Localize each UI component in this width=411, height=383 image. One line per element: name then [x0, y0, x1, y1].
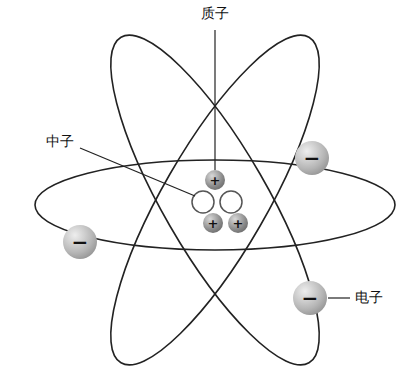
- charge-minus: −: [72, 232, 89, 252]
- proton: +: [203, 213, 223, 233]
- orbit: [76, 11, 354, 383]
- orbit: [76, 11, 354, 383]
- leader-line: [214, 30, 215, 170]
- part-label: 电子: [353, 289, 385, 306]
- leader-line: [328, 297, 350, 298]
- charge-plus: +: [208, 217, 219, 230]
- neutron: [220, 191, 242, 213]
- part-label: 质子: [199, 5, 231, 22]
- electron: −: [295, 141, 329, 175]
- part-label: 中子: [44, 133, 76, 150]
- proton: +: [205, 170, 225, 190]
- neutron: [192, 191, 214, 213]
- electron: −: [63, 225, 97, 259]
- charge-plus: +: [233, 217, 244, 230]
- electron: −: [293, 281, 327, 315]
- proton: +: [228, 213, 248, 233]
- leader-line: [80, 148, 195, 196]
- charge-minus: −: [304, 148, 321, 168]
- charge-minus: −: [302, 288, 319, 308]
- charge-plus: +: [210, 174, 221, 187]
